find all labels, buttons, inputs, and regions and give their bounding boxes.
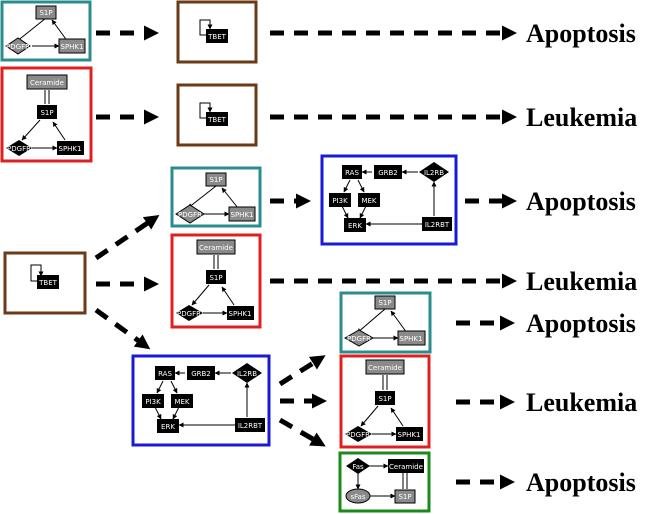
outcome-apoptosis-3: Apoptosis [526, 309, 636, 338]
pdgfr-label: PDGFR [346, 431, 370, 439]
outcome-apoptosis-4: Apoptosis [526, 468, 636, 497]
ras-label: RAS [158, 370, 172, 378]
sphk1-label: SPHK1 [398, 431, 421, 439]
sphk1-label: SPHK1 [59, 145, 82, 153]
arrow-c2-to-green [278, 417, 326, 447]
pdgfr-node [5, 37, 31, 55]
sphk1-label: SPHK1 [229, 310, 252, 318]
red-ceramide-module-b1: Ceramide S1P PDGFR SPHK1 [0, 66, 93, 163]
pi3k-label: PI3K [145, 398, 161, 406]
pdgfr-label: PDGFR [347, 335, 371, 343]
il2rbt-label: IL2RBT [238, 422, 263, 430]
s1p-label: S1P [398, 493, 411, 501]
il2rb-label: IL2RB [237, 370, 257, 378]
s1p-label: S1P [209, 176, 222, 184]
brown-tbet-module-r1: TBET [176, 0, 258, 64]
sfas-label: sFas [351, 493, 366, 501]
s1p-label: S1P [378, 395, 391, 403]
blue-il2rb-module-c1: RAS GRB2 IL2RB PI3K MEK ERK IL2RBT [320, 154, 458, 246]
dashed-arrows [94, 25, 517, 490]
tbet-label: TBET [207, 116, 227, 124]
sphk1-node [58, 38, 86, 54]
erk-label: ERK [348, 222, 362, 230]
red-ceramide-module-b3: Ceramide S1P PDGFR SPHK1 [339, 354, 431, 449]
ceramide-label: Ceramide [30, 79, 64, 87]
fas-label: Fas [352, 463, 364, 471]
outcome-apoptosis-2: Apoptosis [526, 187, 636, 216]
brown-tbet-module-r2: TBET [176, 83, 258, 147]
red-ceramide-module-b2: Ceramide S1P PDGFR SPHK1 [170, 233, 262, 329]
s1p-label: S1P [209, 274, 222, 282]
tbet-label: TBET [207, 33, 227, 41]
mek-label: MEK [361, 197, 376, 205]
ras-label: RAS [345, 169, 359, 177]
pdgfr-label: PDGFR [6, 43, 30, 51]
s1p-label: S1P [378, 299, 391, 307]
il2rbt-label: IL2RBT [425, 221, 450, 229]
outcome-leukemia-1: Leukemia [526, 103, 637, 132]
ceramide-label: Ceramide [389, 463, 423, 471]
teal-s1p-module-a1: S1P PDGFR SPHK1 [0, 0, 92, 62]
tbet-label: TBET [38, 279, 58, 287]
outcome-leukemia-3: Leukemia [526, 388, 637, 417]
outcome-apoptosis-1: Apoptosis [526, 19, 636, 48]
sphk1-label: SPHK1 [231, 211, 254, 219]
s1p-node [35, 5, 57, 20]
arrow-tbet-to-c2 [94, 307, 151, 350]
outcome-leukemia-2: Leukemia [526, 267, 637, 296]
arrow-c2-to-a3 [278, 355, 326, 387]
ceramide-label: Ceramide [199, 244, 233, 252]
sphk1-label: SPHK1 [400, 335, 423, 343]
blue-il2rb-module-c2: RAS GRB2 IL2RB PI3K MEK ERK IL2RBT [131, 354, 271, 447]
ceramide-label: Ceramide [368, 364, 402, 372]
teal-s1p-module-a3: S1P PDGFR SPHK1 [339, 291, 432, 354]
s1p-label: S1P [39, 9, 52, 17]
sphk1-label: SPHK1 [61, 43, 84, 51]
pdgfr-label: PDGFR [7, 145, 31, 153]
grb2-label: GRB2 [191, 370, 211, 378]
brown-tbet-module-source: TBET [3, 251, 87, 315]
teal-s1p-module-a2: S1P PDGFR SPHK1 [170, 166, 262, 228]
grb2-label: GRB2 [378, 169, 398, 177]
pdgfr-label: PDGFR [177, 310, 201, 318]
pdgfr-label: PDGFR [178, 211, 202, 219]
il2rb-label: IL2RB [424, 169, 444, 177]
s1p-label: S1P [40, 109, 53, 117]
mek-label: MEK [174, 398, 189, 406]
erk-label: ERK [161, 423, 175, 431]
green-fas-module: Fas Ceramide sFas S1P [338, 451, 431, 513]
arrow-tbet-to-a2 [94, 214, 160, 261]
pi3k-label: PI3K [332, 197, 348, 205]
